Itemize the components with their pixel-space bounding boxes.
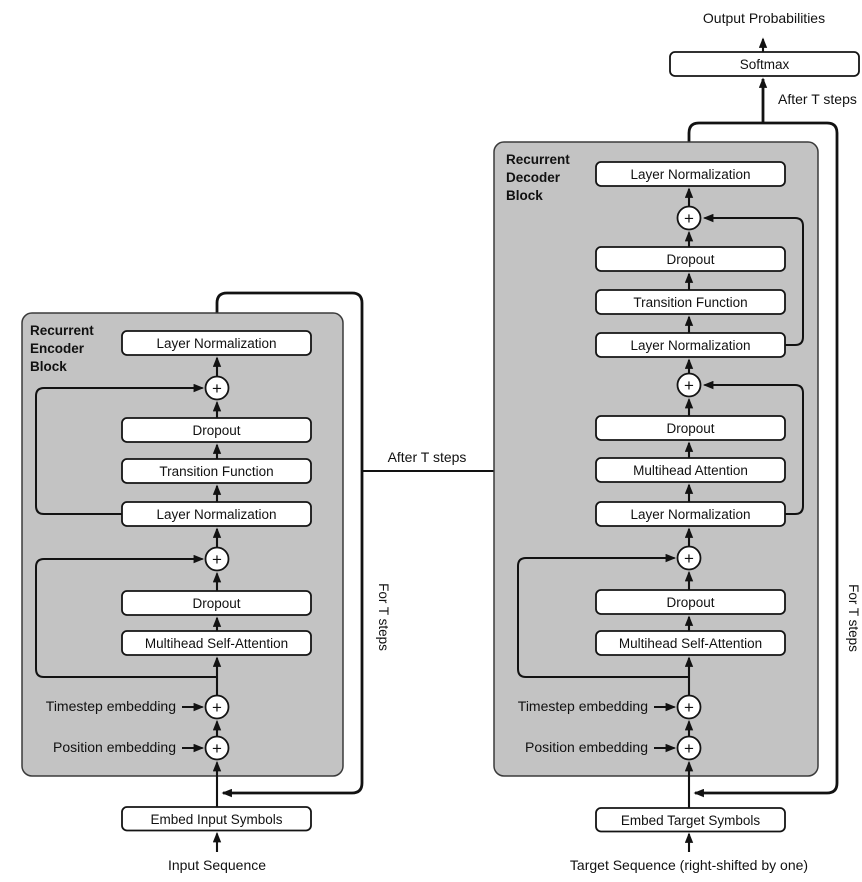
- decoder-attention-label: Multihead Attention: [633, 463, 748, 478]
- decoder-self-attention-label: Multihead Self-Attention: [619, 636, 762, 651]
- decoder-add-lower-plus: +: [684, 549, 694, 568]
- softmax-box: [669, 51, 860, 77]
- encoder-title-line1: Recurrent: [30, 323, 94, 338]
- decoder-for-t-steps-label: For T steps: [846, 584, 861, 652]
- decoder-layer-norm-low-label: Layer Normalization: [630, 507, 750, 522]
- encoder-timestep-label: Timestep embedding: [46, 698, 176, 714]
- encoder-transition-function-box: [121, 458, 312, 484]
- encoder-position-label: Position embedding: [53, 739, 176, 755]
- decoder-add-node-mid: [676, 372, 702, 398]
- encoder-dropout-upper-box: [121, 417, 312, 443]
- decoder-dropout-lower-label: Dropout: [666, 595, 714, 610]
- encoder-title-line3: Block: [30, 359, 67, 374]
- decoder-add-node-top: [676, 205, 702, 231]
- decoder-layer-norm-low-box: [595, 501, 786, 527]
- after-t-steps-mid-label: After T steps: [388, 449, 467, 465]
- encoder-add-position-plus: +: [212, 739, 222, 758]
- decoder-title-line3: Block: [506, 188, 543, 203]
- encoder-add-timestep-plus: +: [212, 698, 222, 717]
- decoder-layer-norm-top-box: [595, 161, 786, 187]
- encoder-input-sequence-label: Input Sequence: [168, 857, 266, 873]
- encoder-self-attention-box: [121, 630, 312, 656]
- decoder-dropout-lower-box: [595, 589, 786, 615]
- decoder-transition-function-label: Transition Function: [633, 295, 747, 310]
- decoder-add-timestep-plus: +: [684, 698, 694, 717]
- softmax-label: Softmax: [740, 57, 790, 72]
- decoder-layer-norm-mid-label: Layer Normalization: [630, 338, 750, 353]
- decoder-recurrence-loop: [687, 121, 839, 798]
- encoder-section: After T steps For T steps Recurrent Enco…: [21, 291, 594, 873]
- decoder-residual-lower: [517, 553, 689, 678]
- encoder-layer-norm-mid-box: [121, 501, 312, 527]
- decoder-dropout-mid-label: Dropout: [666, 421, 714, 436]
- decoder-title-line2: Decoder: [506, 170, 561, 185]
- encoder-for-t-steps-label: For T steps: [376, 583, 391, 651]
- encoder-self-attention-label: Multihead Self-Attention: [145, 636, 288, 651]
- encoder-recurrence-loop: [215, 291, 364, 798]
- output-head-section: Softmax Output Probabilities: [669, 10, 860, 77]
- decoder-target-sequence-label: Target Sequence (right-shifted by one): [570, 857, 808, 873]
- decoder-residual-upper: [702, 213, 804, 346]
- decoder-add-node-timestep: [676, 694, 702, 720]
- decoder-section: After T steps For T steps Recurrent Deco…: [493, 77, 861, 873]
- decoder-transition-function-box: [595, 289, 786, 315]
- decoder-dropout-mid-box: [595, 415, 786, 441]
- encoder-embed-symbols-label: Embed Input Symbols: [150, 812, 282, 827]
- encoder-title-line2: Encoder: [30, 341, 85, 356]
- decoder-title-line1: Recurrent: [506, 152, 570, 167]
- after-t-steps-top-label: After T steps: [778, 91, 857, 107]
- decoder-dropout-upper-box: [595, 246, 786, 272]
- decoder-embed-symbols-box: [595, 807, 786, 833]
- decoder-position-label: Position embedding: [525, 739, 648, 755]
- encoder-add-node-position: [204, 735, 230, 761]
- decoder-layer-norm-mid-box: [595, 332, 786, 358]
- encoder-add-node-timestep: [204, 694, 230, 720]
- decoder-add-position-plus: +: [684, 739, 694, 758]
- decoder-layer-norm-top-label: Layer Normalization: [630, 167, 750, 182]
- encoder-layer-norm-top-box: [121, 330, 312, 356]
- decoder-attention-box: [595, 457, 786, 483]
- encoder-layer-norm-mid-label: Layer Normalization: [156, 507, 276, 522]
- decoder-residual-mid: [702, 380, 804, 515]
- encoder-dropout-upper-label: Dropout: [192, 423, 240, 438]
- decoder-dropout-upper-label: Dropout: [666, 252, 714, 267]
- output-probabilities-label: Output Probabilities: [703, 10, 825, 26]
- encoder-dropout-lower-box: [121, 590, 312, 616]
- decoder-add-top-plus: +: [684, 209, 694, 228]
- decoder-self-attention-box: [595, 630, 786, 656]
- decoder-add-node-position: [676, 735, 702, 761]
- encoder-add-node-lower: [204, 546, 230, 572]
- encoder-residual-lower: [35, 554, 217, 678]
- decoder-add-mid-plus: +: [684, 376, 694, 395]
- decoder-add-node-lower: [676, 545, 702, 571]
- decoder-timestep-label: Timestep embedding: [518, 698, 648, 714]
- encoder-dropout-lower-label: Dropout: [192, 596, 240, 611]
- decoder-embed-symbols-label: Embed Target Symbols: [621, 813, 761, 828]
- encoder-residual-upper: [35, 383, 205, 515]
- encoder-layer-norm-top-label: Layer Normalization: [156, 336, 276, 351]
- encoder-transition-function-label: Transition Function: [159, 464, 273, 479]
- encoder-add-node-top: [204, 375, 230, 401]
- encoder-add-top-plus: +: [212, 379, 222, 398]
- encoder-embed-symbols-box: [121, 806, 312, 832]
- encoder-add-lower-plus: +: [212, 550, 222, 569]
